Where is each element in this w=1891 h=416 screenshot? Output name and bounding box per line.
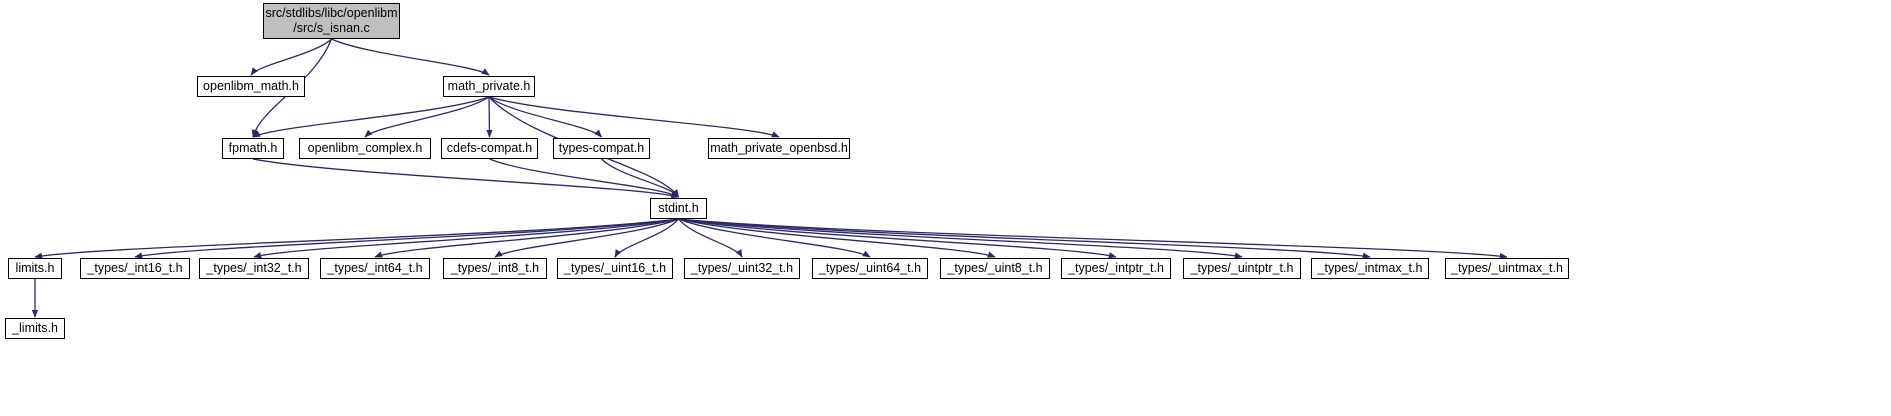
graph-edge-stdint-to-uint64 bbox=[678, 218, 871, 258]
graph-node-label: _types/_uint64_t.h bbox=[818, 261, 922, 275]
graph-node-uint64[interactable]: _types/_uint64_t.h bbox=[812, 258, 928, 279]
graph-node-label: _types/_uint16_t.h bbox=[563, 261, 667, 275]
graph-node-math_private[interactable]: math_private.h bbox=[443, 76, 535, 97]
graph-edge-stdint-to-uintmax bbox=[678, 218, 1508, 260]
graph-node-cdefs_compat[interactable]: cdefs-compat.h bbox=[441, 138, 538, 159]
graph-node-int8[interactable]: _types/_int8_t.h bbox=[443, 258, 547, 279]
graph-node-label: _types/_int16_t.h bbox=[87, 261, 183, 275]
graph-node-int32[interactable]: _types/_int32_t.h bbox=[199, 258, 309, 279]
graph-node-uint32[interactable]: _types/_uint32_t.h bbox=[684, 258, 800, 279]
graph-node-label: openlibm_math.h bbox=[203, 79, 299, 93]
graph-node-openlibm_complex[interactable]: openlibm_complex.h bbox=[299, 138, 431, 159]
graph-node-uint16[interactable]: _types/_uint16_t.h bbox=[557, 258, 673, 279]
graph-node-label: _types/_int8_t.h bbox=[450, 261, 540, 275]
graph-edge-stdint-to-uint32 bbox=[677, 218, 743, 258]
graph-node-fpmath[interactable]: fpmath.h bbox=[222, 138, 284, 159]
graph-node-limits[interactable]: limits.h bbox=[8, 258, 62, 279]
graph-edge-stdint-to-int64 bbox=[374, 218, 679, 258]
graph-node-int16[interactable]: _types/_int16_t.h bbox=[80, 258, 190, 279]
graph-edge-stdint-to-uint16 bbox=[614, 218, 680, 258]
graph-edge-stdint-to-uintptr bbox=[678, 218, 1243, 259]
graph-node-label: types-compat.h bbox=[558, 141, 645, 155]
graph-edge-root-to-openlibm_math bbox=[250, 38, 332, 76]
graph-node-label: stdint.h bbox=[658, 201, 699, 215]
graph-node-label: _types/_uint32_t.h bbox=[690, 261, 794, 275]
graph-node-label: _types/_uintptr_t.h bbox=[1190, 261, 1294, 275]
graph-edge-math_private-to-math_private_openbsd bbox=[488, 96, 780, 138]
graph-edge-cdefs_compat-to-stdint bbox=[489, 158, 680, 198]
graph-node-int64[interactable]: _types/_int64_t.h bbox=[320, 258, 430, 279]
graph-edge-stdint-to-intmax bbox=[678, 218, 1371, 259]
graph-node-label: cdefs-compat.h bbox=[446, 141, 533, 155]
graph-node-label: _types/_uintmax_t.h bbox=[1451, 261, 1563, 275]
graph-edge-math_private-to-fpmath bbox=[252, 96, 490, 138]
graph-edge-math_private-to-types_compat bbox=[488, 96, 603, 138]
graph-node-intmax[interactable]: _types/_intmax_t.h bbox=[1311, 258, 1429, 279]
graph-edge-stdint-to-int32 bbox=[253, 218, 679, 259]
graph-node-_limits[interactable]: _limits.h bbox=[5, 318, 65, 339]
graph-node-label: src/stdlibs/libc/openlibm /src/s_isnan.c bbox=[265, 6, 398, 35]
graph-edge-stdint-to-intptr bbox=[678, 218, 1117, 259]
graph-edge-fpmath-to-stdint bbox=[252, 158, 680, 199]
graph-node-uintmax[interactable]: _types/_uintmax_t.h bbox=[1445, 258, 1569, 279]
graph-node-math_private_openbsd[interactable]: math_private_openbsd.h bbox=[708, 138, 850, 159]
graph-node-label: limits.h bbox=[15, 261, 55, 275]
graph-edge-stdint-to-int16 bbox=[134, 218, 679, 259]
graph-node-label: openlibm_complex.h bbox=[307, 141, 423, 155]
graph-node-uint8[interactable]: _types/_uint8_t.h bbox=[940, 258, 1050, 279]
graph-edge-root-to-math_private bbox=[331, 38, 490, 76]
graph-edge-stdint-to-int8 bbox=[494, 218, 679, 258]
graph-node-label: _types/_int64_t.h bbox=[327, 261, 423, 275]
graph-edge-math_private-to-openlibm_complex bbox=[364, 96, 490, 138]
graph-node-label: math_private_openbsd.h bbox=[710, 141, 848, 155]
graph-node-label: _types/_int32_t.h bbox=[206, 261, 302, 275]
graph-node-stdint[interactable]: stdint.h bbox=[650, 198, 707, 219]
graph-node-label: _types/_intptr_t.h bbox=[1068, 261, 1164, 275]
graph-node-intptr[interactable]: _types/_intptr_t.h bbox=[1061, 258, 1171, 279]
graph-edge-stdint-to-limits bbox=[34, 218, 679, 259]
graph-node-label: math_private.h bbox=[447, 79, 531, 93]
graph-node-openlibm_math[interactable]: openlibm_math.h bbox=[197, 76, 305, 97]
graph-node-label: fpmath.h bbox=[228, 141, 278, 155]
graph-node-root[interactable]: src/stdlibs/libc/openlibm /src/s_isnan.c bbox=[263, 3, 400, 39]
graph-node-label: _types/_uint8_t.h bbox=[947, 261, 1043, 275]
graph-node-label: _types/_intmax_t.h bbox=[1317, 261, 1423, 275]
graph-edge-math_private-to-cdefs_compat bbox=[486, 96, 493, 138]
graph-node-uintptr[interactable]: _types/_uintptr_t.h bbox=[1183, 258, 1301, 279]
graph-node-types_compat[interactable]: types-compat.h bbox=[553, 138, 650, 159]
graph-node-label: _limits.h bbox=[12, 321, 58, 335]
graph-edge-stdint-to-uint8 bbox=[678, 218, 996, 258]
